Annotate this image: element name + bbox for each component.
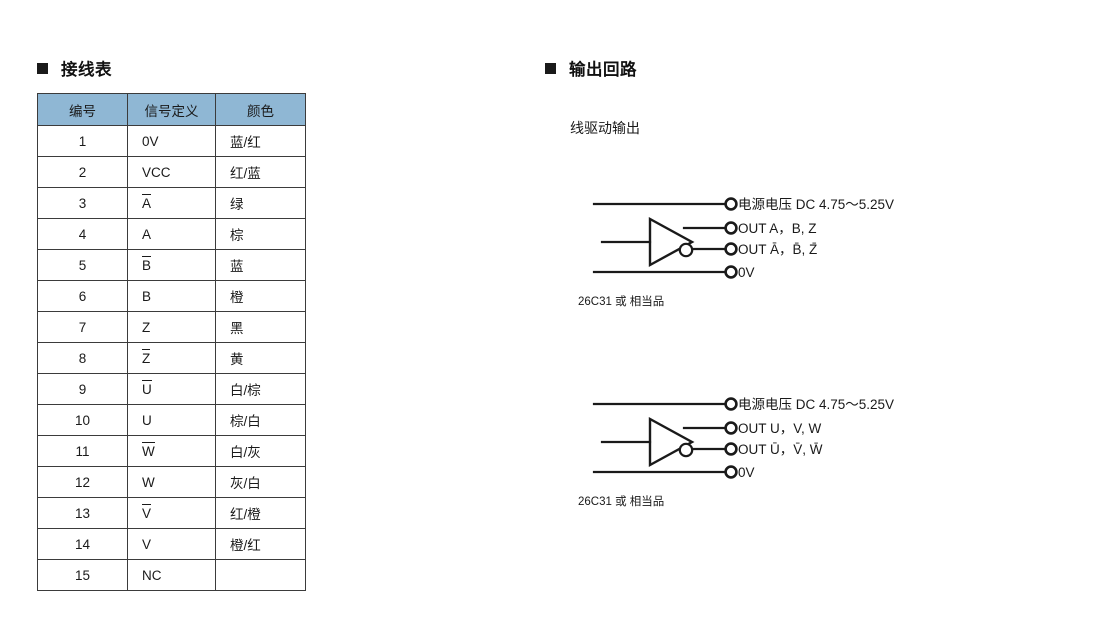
line-driver-subtitle: 线驱动输出 [570, 120, 640, 136]
wiring-heading-text: 接线表 [61, 61, 112, 79]
cell-signal-definition: Z [127, 311, 216, 343]
cell-signal-definition: A [127, 218, 216, 250]
cell-wire-color: 白/灰 [215, 435, 306, 467]
cell-wire-color: 橙/红 [215, 528, 306, 560]
column-header-signal: 信号定义 [127, 93, 216, 126]
cell-signal-definition: W [127, 435, 216, 467]
column-header-no: 编号 [37, 93, 128, 126]
cell-pin-number: 8 [37, 342, 128, 374]
label-ground: 0V [738, 465, 755, 480]
label-out-inverted: OUT Ū，V̄, W̄ [738, 442, 823, 457]
cell-wire-color: 橙 [215, 280, 306, 312]
circuit-abz-note: 26C31 或 相当品 [578, 296, 665, 308]
circuit-uvw-labels: 电源电压 DC 4.75～5.25V OUT U，V, W OUT Ū，V̄, … [580, 386, 980, 511]
cell-wire-color: 蓝/红 [215, 125, 306, 157]
cell-pin-number: 15 [37, 559, 128, 591]
cell-pin-number: 12 [37, 466, 128, 498]
cell-wire-color: 棕 [215, 218, 306, 250]
cell-signal-definition: Z [127, 342, 216, 374]
cell-pin-number: 11 [37, 435, 128, 467]
label-supply-voltage: 电源电压 DC 4.75～5.25V [738, 397, 895, 412]
circuit-diagram-abz: 电源电压 DC 4.75～5.25V OUT A，B, Z OUT Ā，B̄, … [580, 186, 980, 311]
overbar-signal-text: A [142, 194, 152, 212]
circuit-abz-labels: 电源电压 DC 4.75～5.25V OUT A，B, Z OUT Ā，B̄, … [580, 186, 980, 311]
cell-signal-definition: VCC [127, 156, 216, 188]
cell-wire-color: 绿 [215, 187, 306, 219]
label-ground: 0V [738, 265, 755, 280]
cell-signal-definition: V [127, 528, 216, 560]
circuit-uvw-note: 26C31 或 相当品 [578, 496, 665, 508]
column-header-color: 颜色 [215, 93, 306, 126]
cell-wire-color: 黄 [215, 342, 306, 374]
output-heading-text: 输出回路 [569, 61, 637, 79]
cell-signal-definition: U [127, 373, 216, 405]
output-section-heading: 输出回路 [545, 56, 637, 80]
wiring-section-heading: 接线表 [37, 56, 112, 80]
cell-pin-number: 3 [37, 187, 128, 219]
cell-wire-color: 红/橙 [215, 497, 306, 529]
cell-wire-color [215, 559, 306, 591]
cell-wire-color: 灰/白 [215, 466, 306, 498]
cell-pin-number: 1 [37, 125, 128, 157]
cell-wire-color: 黑 [215, 311, 306, 343]
table-row: 11 W 白/灰 [37, 435, 306, 467]
table-row: 13 V 红/橙 [37, 497, 306, 529]
cell-pin-number: 14 [37, 528, 128, 560]
label-out-positive: OUT U，V, W [738, 421, 822, 436]
cell-pin-number: 6 [37, 280, 128, 312]
overbar-signal-text: V [142, 504, 152, 522]
overbar-signal-text: Z [142, 349, 151, 367]
cell-signal-definition: V [127, 497, 216, 529]
overbar-signal-text: W [142, 442, 155, 460]
cell-signal-definition: U [127, 404, 216, 436]
cell-signal-definition: W [127, 466, 216, 498]
line-driver-schematic-icon [592, 397, 738, 479]
cell-wire-color: 红/蓝 [215, 156, 306, 188]
cell-pin-number: 10 [37, 404, 128, 436]
circuit-diagram-uvw: 电源电压 DC 4.75～5.25V OUT U，V, W OUT Ū，V̄, … [580, 386, 980, 511]
cell-signal-definition: B [127, 280, 216, 312]
cell-pin-number: 7 [37, 311, 128, 343]
cell-wire-color: 白/棕 [215, 373, 306, 405]
label-out-positive: OUT A，B, Z [738, 221, 817, 236]
filled-square-icon [545, 62, 556, 74]
cell-wire-color: 棕/白 [215, 404, 306, 436]
cell-signal-definition: 0V [127, 125, 216, 157]
cell-pin-number: 5 [37, 249, 128, 281]
cell-wire-color: 蓝 [215, 249, 306, 281]
table-header-row: 编号 信号定义 颜色 [37, 93, 306, 126]
label-out-inverted: OUT Ā，B̄, Z̄ [738, 242, 818, 257]
overbar-signal-text: B [142, 256, 152, 274]
cell-signal-definition: A [127, 187, 216, 219]
cell-pin-number: 2 [37, 156, 128, 188]
filled-square-icon [37, 62, 48, 74]
label-supply-voltage: 电源电压 DC 4.75～5.25V [738, 197, 895, 212]
line-driver-schematic-icon [592, 197, 738, 279]
overbar-signal-text: U [142, 380, 152, 398]
cell-pin-number: 4 [37, 218, 128, 250]
cell-pin-number: 13 [37, 497, 128, 529]
cell-pin-number: 9 [37, 373, 128, 405]
cell-signal-definition: NC [127, 559, 216, 591]
cell-signal-definition: B [127, 249, 216, 281]
